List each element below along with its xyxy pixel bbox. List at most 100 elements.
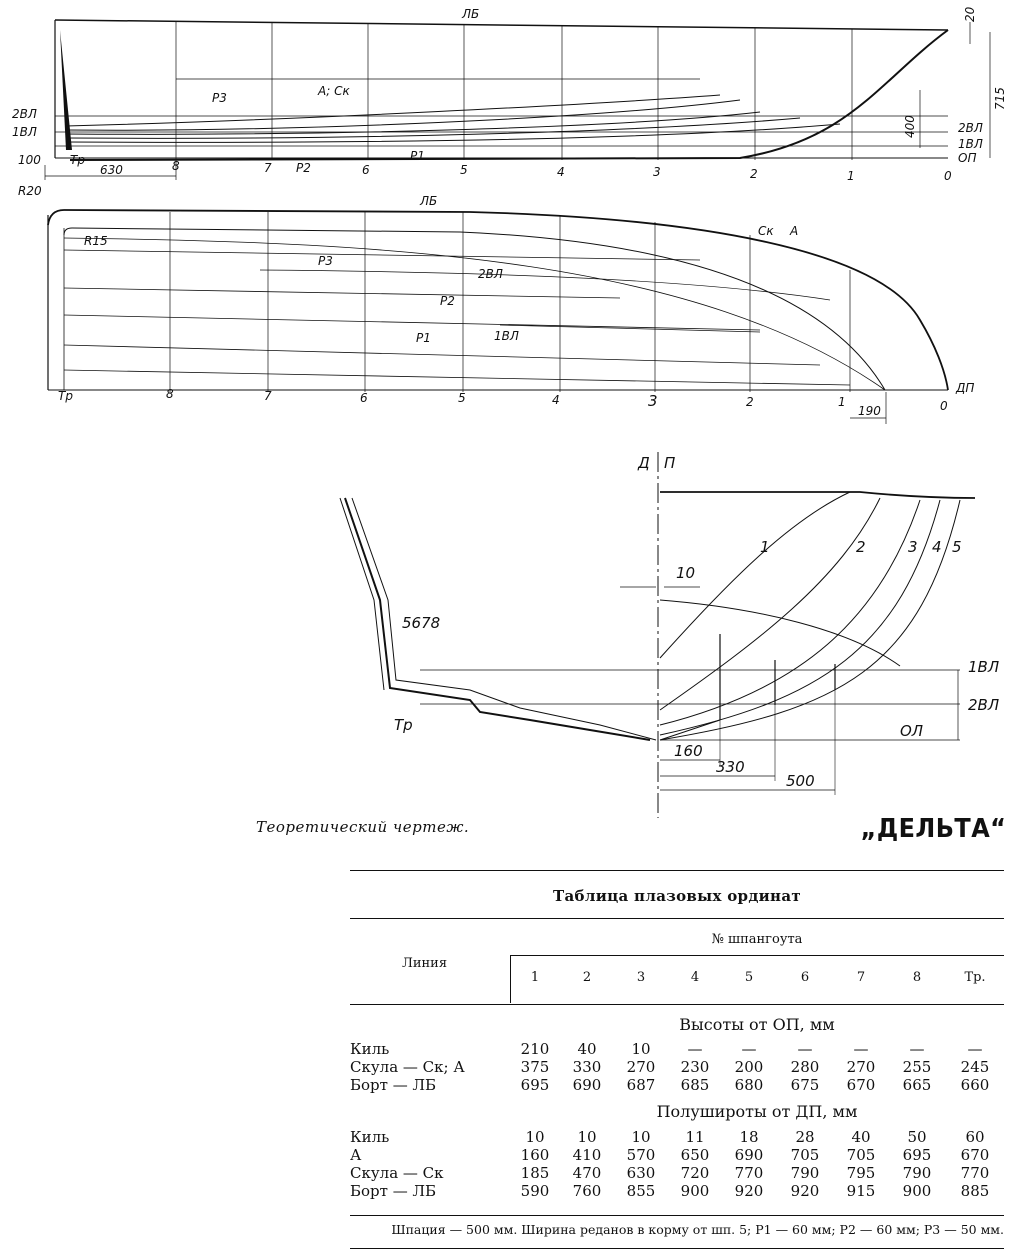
- table-cell: 695: [902, 1146, 932, 1164]
- profile-station-0: 0: [944, 169, 952, 183]
- table-cell: —: [687, 1040, 703, 1058]
- plan-label-p2: Р2: [440, 294, 455, 308]
- row-label: Скула — Ск: [350, 1164, 444, 1182]
- plan-station-8: 8: [166, 387, 174, 401]
- table-cell: 11: [685, 1128, 705, 1146]
- profile-label-715: 715: [993, 87, 1007, 110]
- profile-label-p3: Р3: [212, 91, 227, 105]
- table-cell: 855: [626, 1182, 656, 1200]
- frame-header: № шпангоута: [711, 932, 803, 947]
- plan-label-a: А: [789, 224, 798, 238]
- column-number: 3: [636, 970, 646, 985]
- plan-label-lb: ЛБ: [419, 194, 437, 208]
- plan-station-0: 0: [940, 399, 948, 413]
- body-label-330: 330: [716, 758, 745, 776]
- plan-station-5: 5: [458, 391, 466, 405]
- table-cell: 705: [846, 1146, 876, 1164]
- table-cell: 720: [680, 1164, 710, 1182]
- table-cell: 570: [626, 1146, 656, 1164]
- profile-label-op: ОП: [958, 151, 976, 165]
- table-cell: 920: [790, 1182, 820, 1200]
- body-label-p: П: [664, 454, 675, 472]
- column-number: 5: [744, 970, 754, 985]
- table-cell: 915: [846, 1182, 876, 1200]
- plan-station-3: 3: [648, 392, 658, 410]
- profile-station-5: 5: [460, 163, 468, 177]
- table-footnote: Шпация — 500 мм. Ширина реданов в корму …: [391, 1222, 1004, 1237]
- table-cell: 410: [572, 1146, 602, 1164]
- table-columns-rule: [350, 1004, 1004, 1005]
- table-cell: 28: [795, 1128, 815, 1146]
- column-number: 4: [690, 970, 700, 985]
- plan-label-190: 190: [858, 404, 881, 418]
- profile-station-2: 2: [750, 167, 758, 181]
- body-label-160: 160: [674, 742, 703, 760]
- table-cell: 660: [960, 1076, 990, 1094]
- table-cell: 900: [902, 1182, 932, 1200]
- column-divider: [510, 955, 511, 1003]
- halfbreadths-title: Полушироты от ДП, мм: [656, 1102, 858, 1121]
- table-cell: 790: [902, 1164, 932, 1182]
- table-cell: 670: [960, 1146, 990, 1164]
- profile-label-p2: Р2: [296, 161, 311, 175]
- table-cell: 245: [960, 1058, 990, 1076]
- table-cell: 670: [846, 1076, 876, 1094]
- plan-label-1vl: 1ВЛ: [494, 329, 519, 343]
- table-cell: 770: [734, 1164, 764, 1182]
- table-cell: 650: [680, 1146, 710, 1164]
- column-number: 8: [912, 970, 922, 985]
- profile-label-p1: Р1: [410, 149, 425, 163]
- plan-station-1: 1: [838, 395, 846, 409]
- profile-station-8: 8: [172, 159, 180, 173]
- body-plan-view: [339, 452, 976, 818]
- plan-label-tr: Тр: [58, 389, 73, 403]
- row-label: Киль: [350, 1040, 390, 1058]
- table-cell: 770: [960, 1164, 990, 1182]
- table-cell: 690: [734, 1146, 764, 1164]
- table-cell: 375: [520, 1058, 550, 1076]
- plan-label-p3: Р3: [318, 254, 333, 268]
- row-label: Скула — Ск; А: [350, 1058, 465, 1076]
- body-label-3: 3: [908, 538, 918, 556]
- table-cell: —: [797, 1040, 813, 1058]
- table-cell: 10: [577, 1128, 597, 1146]
- row-label: Борт — ЛБ: [350, 1182, 437, 1200]
- column-number: Тр.: [964, 970, 986, 985]
- body-label-10: 10: [676, 564, 695, 582]
- profile-station-7: 7: [264, 161, 272, 175]
- table-cell: 280: [790, 1058, 820, 1076]
- heights-title: Высоты от ОП, мм: [679, 1015, 835, 1034]
- table-cell: 790: [790, 1164, 820, 1182]
- profile-station-1: 1: [847, 169, 855, 183]
- table-cell: 695: [520, 1076, 550, 1094]
- plan-label-dp: ДП: [955, 381, 974, 395]
- table-cell: —: [853, 1040, 869, 1058]
- drawing-caption: Теоретический чертеж.: [256, 818, 470, 836]
- table-cell: 630: [626, 1164, 656, 1182]
- table-cell: 255: [902, 1058, 932, 1076]
- profile-label-1vl-left: 1ВЛ: [12, 125, 37, 139]
- profile-label-2vl-right: 2ВЛ: [958, 121, 983, 135]
- table-cell: 50: [907, 1128, 927, 1146]
- body-label-ol: ОЛ: [900, 722, 923, 740]
- page-bottom-rule: [350, 1248, 1004, 1249]
- plan-label-p1: Р1: [416, 331, 431, 345]
- profile-label-a-sk: А; Ск: [317, 84, 350, 98]
- table-cell: 760: [572, 1182, 602, 1200]
- table-cell: 795: [846, 1164, 876, 1182]
- profile-station-3: 3: [653, 165, 661, 179]
- body-label-2vl: 2ВЛ: [968, 696, 999, 714]
- table-cell: 185: [520, 1164, 550, 1182]
- table-cell: 270: [846, 1058, 876, 1076]
- table-cell: 687: [626, 1076, 656, 1094]
- table-cell: 40: [577, 1040, 597, 1058]
- table-cell: 885: [960, 1182, 990, 1200]
- plan-label-r20: R20: [18, 184, 42, 198]
- table-bottom-rule: [350, 1215, 1004, 1216]
- body-label-1vl: 1ВЛ: [968, 658, 999, 676]
- table-cell: —: [909, 1040, 925, 1058]
- table-cell: 590: [520, 1182, 550, 1200]
- table-header-rule: [350, 918, 1004, 919]
